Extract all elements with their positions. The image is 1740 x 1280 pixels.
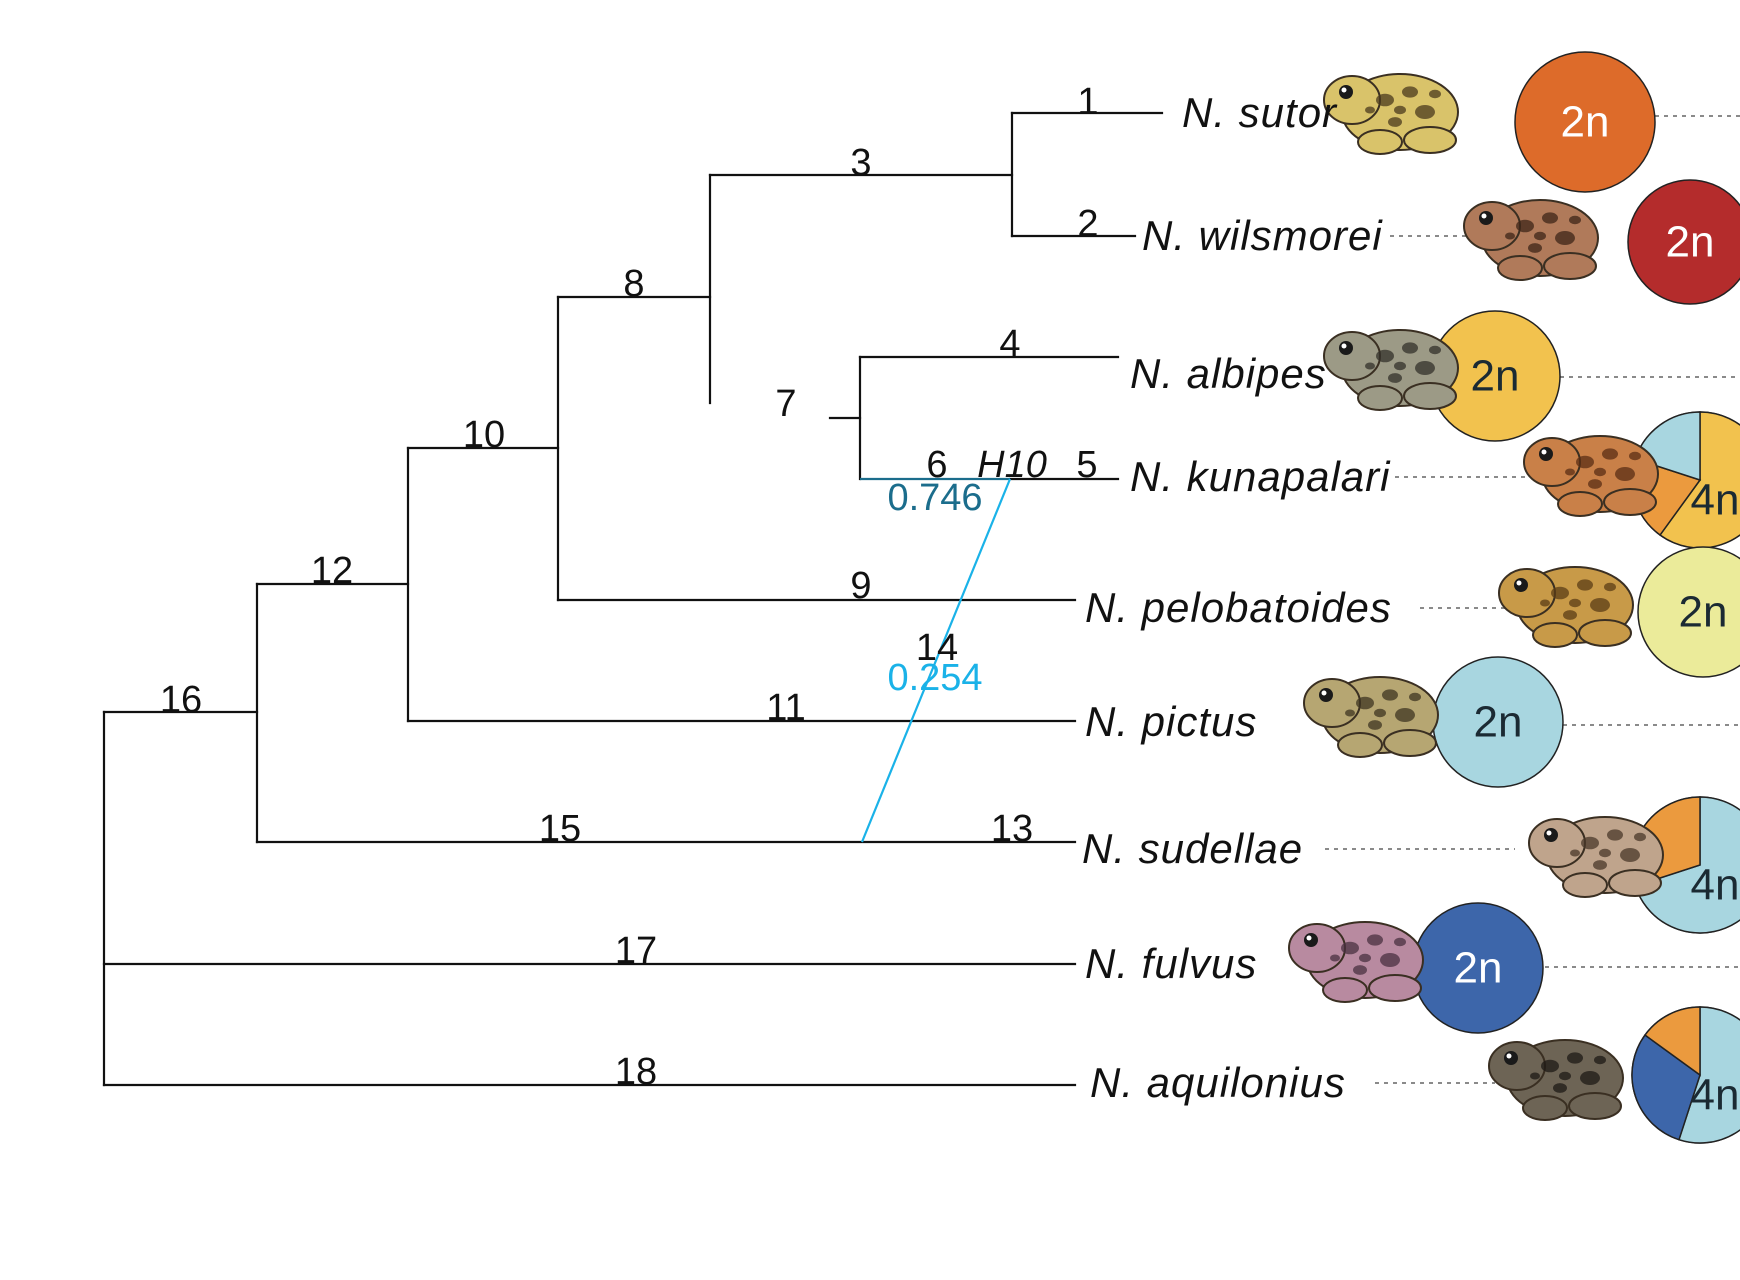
taxon-name: N. fulvus	[1085, 940, 1257, 987]
taxon-name: N. pictus	[1085, 698, 1257, 745]
taxon-name: N. albipes	[1130, 350, 1327, 397]
ploidy-circle	[1627, 179, 1740, 305]
branch-label-15: 15	[539, 808, 581, 850]
pie-slice	[1678, 1006, 1740, 1144]
ploidy-circle	[1514, 51, 1656, 193]
hybrid-edges: 0.746 0.254 H10	[860, 444, 1047, 843]
ploidy-circle	[1631, 796, 1740, 934]
branch-label-8: 8	[623, 263, 644, 305]
ploidy-circle	[1631, 1006, 1740, 1144]
taxon-4: 4n N. kunapalari	[1130, 411, 1740, 549]
frog-illustration	[1288, 921, 1424, 1003]
ploidy-label: 2n	[1474, 698, 1523, 747]
frog-illustration	[1463, 199, 1599, 281]
taxon-1: 2n N. sutor	[1182, 51, 1740, 193]
branch-label-1: 1	[1077, 81, 1098, 123]
taxon-name: N. sutor	[1182, 89, 1338, 136]
branch-label-9: 9	[850, 565, 871, 607]
branch-labels: 1 2 3 4 5 6 7 8 9 10 11 12 13 14 15 16 1…	[160, 81, 1099, 1093]
branch-label-14: 14	[916, 627, 958, 669]
frog-illustration	[1323, 73, 1459, 155]
hybrid-gamma-major: 0.746	[887, 477, 982, 519]
frog-illustration	[1488, 1039, 1624, 1121]
branch-label-4: 4	[999, 323, 1020, 365]
ploidy-label: 2n	[1454, 944, 1503, 993]
branch-label-11: 11	[766, 687, 805, 729]
taxon-name: N. wilsmorei	[1142, 212, 1383, 259]
frog-illustration	[1528, 816, 1664, 898]
ploidy-circle	[1637, 546, 1740, 678]
taxon-6: 2n N. pictus	[1085, 656, 1740, 788]
ploidy-label: 4n	[1691, 861, 1740, 910]
ploidy-label: 2n	[1679, 588, 1728, 637]
taxon-name: N. kunapalari	[1130, 453, 1391, 500]
tree-branches	[102, 111, 1164, 1087]
branch-label-18: 18	[615, 1051, 657, 1093]
taxon-name: N. aquilonius	[1090, 1059, 1346, 1106]
branch-label-16: 16	[160, 679, 202, 721]
ploidy-label: 2n	[1561, 98, 1610, 147]
taxon-9: 4n N. aquilonius	[1090, 1006, 1740, 1144]
hybrid-gamma-minor: 0.254	[887, 657, 982, 699]
pie-slice	[1631, 1033, 1701, 1141]
frog-illustration	[1498, 566, 1634, 648]
branch-label-13: 13	[991, 808, 1033, 850]
ploidy-label: 2n	[1666, 218, 1715, 267]
branch-label-6: 6	[926, 444, 947, 486]
ploidy-label: 4n	[1691, 476, 1740, 525]
branch-label-2: 2	[1077, 203, 1098, 245]
branch-label-10: 10	[463, 414, 505, 456]
taxon-name: N. sudellae	[1082, 825, 1303, 872]
hybrid-node-label: H10	[977, 444, 1047, 486]
branch-label-12: 12	[311, 550, 353, 592]
taxon-8: 2n N. fulvus	[1085, 902, 1740, 1034]
frog-illustration	[1303, 676, 1439, 758]
branch-label-3: 3	[850, 142, 871, 184]
frog-illustration	[1323, 329, 1459, 411]
taxon-5: 2n N. pelobatoides	[1085, 546, 1740, 678]
taxon-3: 2n N. albipes	[1130, 310, 1740, 442]
pie-slice	[1643, 1006, 1701, 1077]
frog-illustration	[1523, 435, 1659, 517]
taxon-name: N. pelobatoides	[1085, 584, 1392, 631]
ploidy-label: 4n	[1691, 1071, 1740, 1120]
pie-slice	[1634, 796, 1740, 934]
ploidy-label: 2n	[1471, 352, 1520, 401]
branch-label-17: 17	[615, 930, 657, 972]
taxon-7: 4n N. sudellae	[1082, 796, 1740, 934]
branch-label-5: 5	[1076, 444, 1097, 486]
taxon-2: 2n N. wilsmorei	[1142, 179, 1740, 305]
hybrid-minor-edge	[860, 478, 1012, 843]
branch-label-7: 7	[775, 383, 796, 425]
